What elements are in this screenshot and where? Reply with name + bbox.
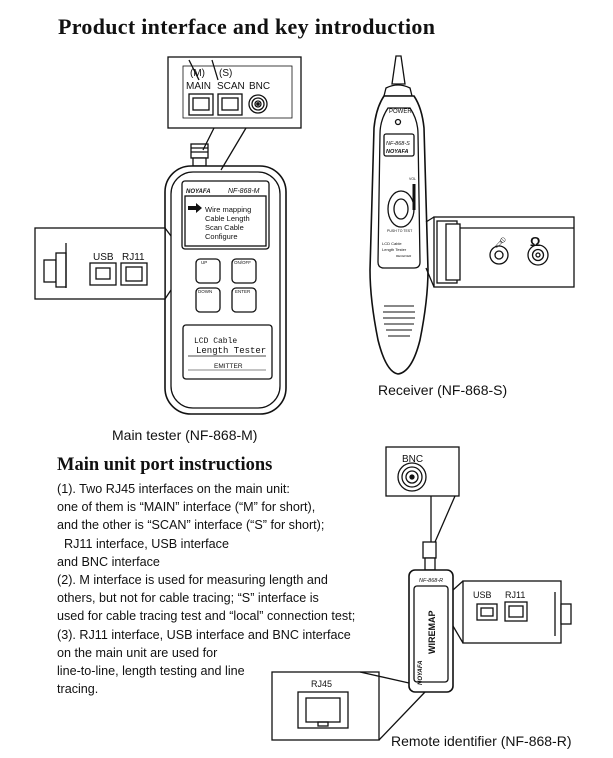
- receiver-caption: Receiver (NF-868-S): [378, 382, 508, 398]
- lcd-menu-item: Scan Cable: [205, 223, 244, 232]
- instruction-line: RJ11 interface, USB interface: [57, 536, 229, 551]
- key-down-label: DOWN: [198, 289, 212, 294]
- receiver-label-line2: Length Tester: [382, 247, 407, 252]
- instruction-line: (1). Two RJ45 interfaces on the main uni…: [57, 482, 290, 496]
- lcd-menu-item: Wire mapping: [205, 205, 251, 214]
- main-tester-device: [164, 143, 287, 415]
- receiver-vol-label: VOL: [409, 177, 416, 181]
- main-label-line1: LCD Cable: [194, 337, 237, 346]
- instruction-line: line-to-line, length testing and line: [57, 664, 245, 679]
- key-onoff-label: ON/OFF: [234, 260, 251, 265]
- remote-bnc-label: BNC: [402, 454, 423, 465]
- main-tester-caption: Main tester (NF-868-M): [112, 427, 258, 443]
- remote-rj45-label: RJ45: [311, 679, 332, 689]
- port-label-main: MAIN: [186, 81, 211, 92]
- main-brand-logo: NOYAFA: [186, 189, 211, 195]
- menu-arrow-icon: [188, 203, 202, 213]
- instruction-line: tracing.: [57, 682, 99, 697]
- main-model-label: NF-868-M: [228, 188, 260, 195]
- lcd-menu-item: Configure: [205, 232, 238, 241]
- headphone-icon: Ω: [530, 234, 540, 249]
- key-up-label: UP: [201, 260, 207, 265]
- section-title: Main unit port instructions: [57, 455, 273, 475]
- instruction-line: and the other is “SCAN” interface (“S” f…: [57, 518, 325, 533]
- instruction-line: others, but not for cable tracing; “S” i…: [57, 591, 319, 606]
- lcd-menu-item: Cable Length: [205, 214, 250, 223]
- remote-identifier-device: [271, 446, 572, 741]
- remote-wiremap-label: WIREMAP: [427, 611, 437, 655]
- main-top-ports-callout: [167, 56, 302, 171]
- port-label-usb: USB: [93, 252, 114, 263]
- main-label-line2: Length Tester: [196, 346, 266, 356]
- port-label-rj11: RJ11: [122, 252, 145, 263]
- instruction-line: used for cable tracing test and “local” …: [57, 609, 356, 624]
- remote-brand-logo: NOYAFA: [418, 660, 424, 685]
- port-label-bnc: BNC: [249, 81, 270, 92]
- port-tag-m: (M): [190, 68, 205, 79]
- receiver-ports-callout: [425, 216, 575, 288]
- remote-rj11-label: RJ11: [505, 590, 525, 600]
- remote-usb-label: USB: [473, 590, 492, 600]
- receiver-device: [369, 55, 429, 375]
- port-label-scan: SCAN: [217, 81, 245, 92]
- receiver-label-line3: RECEIVER: [396, 254, 412, 258]
- instruction-line: (2). M interface is used for measuring l…: [57, 573, 328, 588]
- instruction-line: and BNC interface: [57, 554, 160, 569]
- receiver-power-label: POWER: [389, 109, 412, 115]
- main-label-line3: EMITTER: [214, 363, 243, 370]
- instruction-text: (1). Two RJ45 interfaces on the main uni…: [57, 480, 387, 698]
- receiver-label-line1: LCD Cable: [382, 241, 402, 246]
- main-side-ports-callout: [34, 227, 172, 300]
- receiver-push-label: PUSH TO TEST: [387, 229, 413, 233]
- page-title: Product interface and key introduction: [58, 14, 436, 39]
- microphone-icon: 🎤︎: [494, 237, 507, 249]
- remote-model-label: NF-868-R: [419, 578, 443, 584]
- receiver-model-label: NF-868-S: [386, 141, 410, 147]
- port-tag-s: (S): [219, 68, 232, 79]
- key-enter-label: ENTER: [235, 289, 251, 294]
- instruction-line: one of them is “MAIN” interface (“M” for…: [57, 500, 316, 515]
- receiver-brand-logo: NOYAFA: [386, 149, 409, 155]
- instruction-line: on the main unit are used for: [57, 645, 218, 660]
- remote-caption: Remote identifier (NF-868-R): [391, 733, 572, 749]
- instruction-line: (3). RJ11 interface, USB interface and B…: [57, 627, 351, 642]
